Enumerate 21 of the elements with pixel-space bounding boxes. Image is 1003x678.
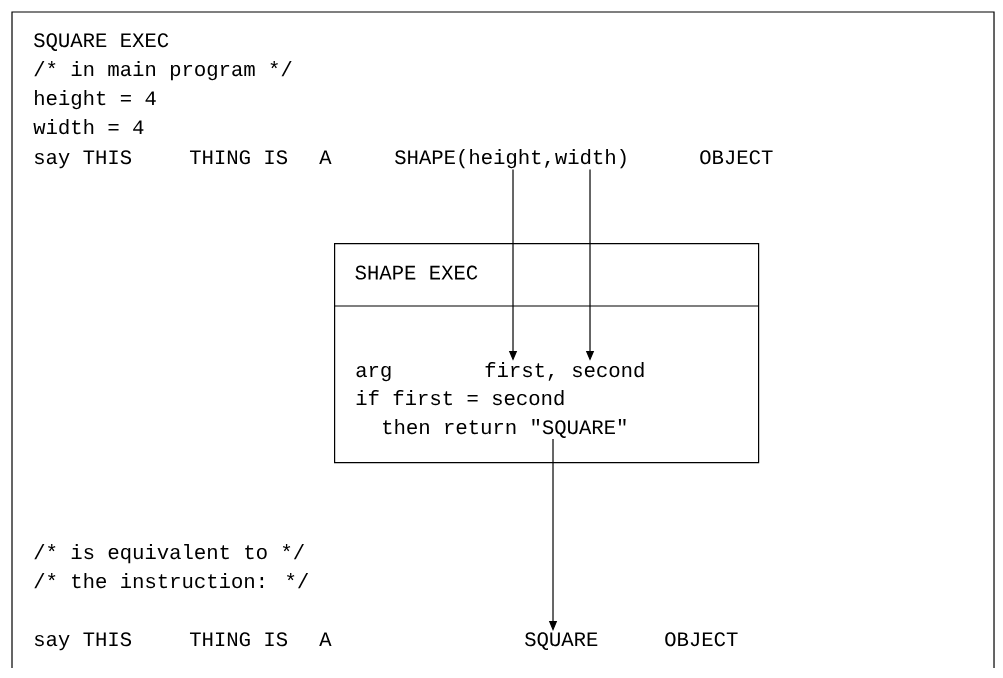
code-text: width = 4 (33, 119, 144, 135)
code-text: A (319, 150, 332, 164)
code-text: first, (485, 362, 553, 381)
code-text: A (319, 632, 332, 646)
code-text: /* the instruction: */ (34, 573, 309, 589)
code-text: SQUARE EXEC (34, 33, 169, 51)
code-text: THING IS (189, 150, 288, 165)
code-text: arg (356, 365, 391, 382)
code-text: OBJECT (665, 632, 738, 647)
code-text: SHAPE(height,width) (395, 149, 626, 169)
code-text: THING IS (189, 632, 288, 647)
code-text: /* in main program */ (34, 61, 292, 81)
code-text: if first = second (356, 390, 564, 406)
code-text: OBJECT (700, 150, 773, 165)
code-text: height = 4 (35, 90, 156, 110)
code-text: say THIS (34, 632, 132, 651)
code-text: /* is equivalent to */ (34, 544, 304, 564)
code-text: say THIS (34, 150, 132, 169)
code-text: second (572, 362, 644, 378)
code-text: SQUARE (525, 632, 598, 650)
code-text: then return "SQUARE" (383, 419, 626, 438)
